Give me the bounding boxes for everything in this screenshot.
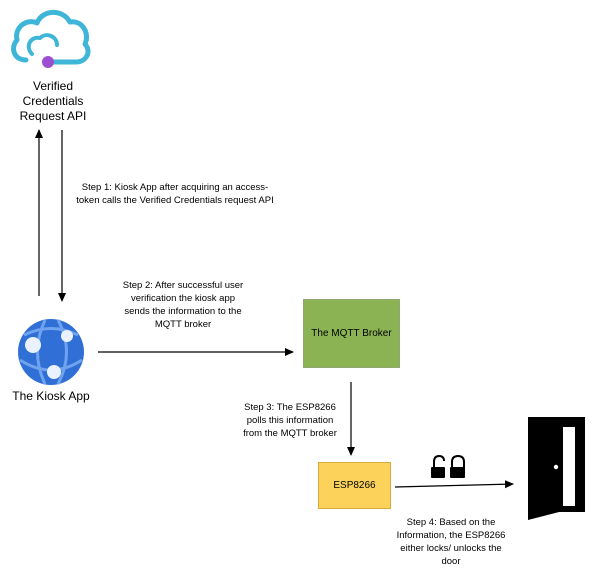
mqtt-broker-label: The MQTT Broker xyxy=(311,328,392,339)
vc-api-label: Verified Credentials Request API xyxy=(19,79,87,123)
step-1-text: Step 1: Kiosk App after acquiring an acc… xyxy=(76,182,274,206)
cloud-icon xyxy=(11,9,91,68)
web-app-icon xyxy=(18,319,84,385)
esp8266-label: ESP8266 xyxy=(333,480,376,491)
esp8266-box: ESP8266 xyxy=(318,462,391,509)
step-3-text: Step 3: The ESP8266 polls this informati… xyxy=(243,402,337,439)
locked-lock-icon xyxy=(450,454,465,478)
kiosk-app-label: The Kiosk App xyxy=(12,389,90,403)
mqtt-broker-box: The MQTT Broker xyxy=(303,299,400,368)
lock-icons xyxy=(431,454,465,478)
step-4-text: Step 4: Based on the Information, the ES… xyxy=(396,517,506,567)
arrow-to-door xyxy=(394,480,514,489)
door-icon xyxy=(528,417,585,520)
unlocked-lock-icon xyxy=(431,454,445,478)
step-2-text: Step 2: After successful user verificati… xyxy=(122,280,244,330)
cloud-dot xyxy=(42,56,54,68)
